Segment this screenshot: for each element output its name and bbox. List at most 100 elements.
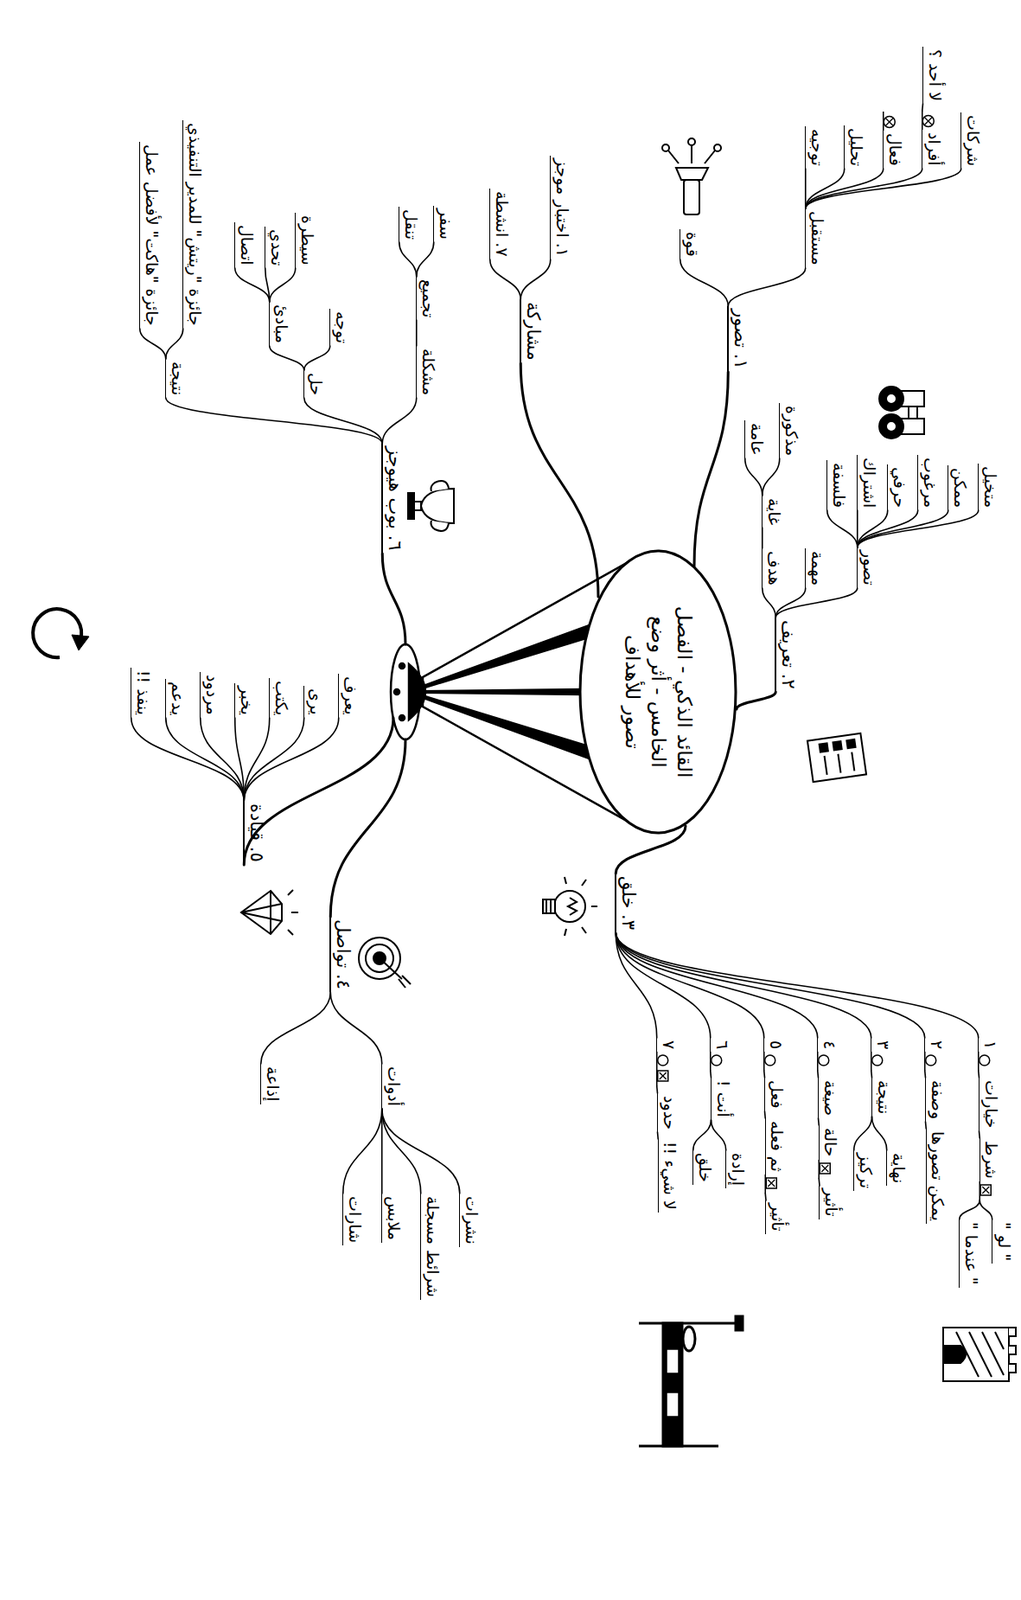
sub-branch-line xyxy=(615,931,818,1038)
sub-branch-line xyxy=(857,510,979,548)
sub-branch-line xyxy=(200,717,245,801)
crossed-box-mark xyxy=(659,1072,667,1079)
trophy-icon xyxy=(408,480,454,531)
sub-branch-line xyxy=(921,103,924,111)
branch-label: فعال xyxy=(882,130,906,169)
sub-branch-line xyxy=(711,1119,727,1150)
branch-label: نشرات xyxy=(459,1193,482,1247)
crossed-box-mark xyxy=(821,1164,829,1172)
sub-branch-line xyxy=(415,319,418,346)
branch-label: فلسفة xyxy=(826,459,849,511)
branch-label: شركات xyxy=(960,112,983,169)
branch-label: تصور xyxy=(856,547,880,588)
sub-branch-line xyxy=(382,397,417,444)
main-branch-label: ٤. تواصل xyxy=(329,916,355,992)
branch-label: سيطرة xyxy=(294,212,318,269)
branch-label: " عندما " xyxy=(958,1218,982,1288)
sub-branch-line xyxy=(693,1119,712,1150)
castle-book-icon xyxy=(943,1327,1016,1381)
branch-label: إذاعة xyxy=(260,1063,283,1104)
sub-branch-line xyxy=(656,1085,658,1093)
branch-label: نتيجة xyxy=(871,1077,894,1117)
branch-label: جائزة "ريتش" للمدير التنفيذي xyxy=(182,120,205,329)
circle-mark xyxy=(925,1054,937,1066)
branch-label: حالة xyxy=(818,1124,842,1160)
main-branch-label: ٦. بوب هيوجز xyxy=(381,443,407,554)
branch-label: يدعم xyxy=(165,678,188,718)
branch-label: شرائط مسجلة xyxy=(420,1193,443,1300)
sub-branch-line xyxy=(827,510,858,548)
branch-label: فعل xyxy=(764,1077,787,1111)
sub-branch-line xyxy=(304,397,383,444)
center-title: القائد الذكي - الفصل الخامس - أثر وضع تص… xyxy=(618,605,697,779)
sub-branch-line xyxy=(761,527,764,549)
branch-label: ملابس xyxy=(381,1193,404,1243)
target-icon xyxy=(358,937,411,988)
branch-label: حرفي xyxy=(886,464,910,511)
branch-label: مردود xyxy=(199,671,223,718)
sub-branch-line xyxy=(140,328,166,359)
branch-label: شرط xyxy=(979,1137,1002,1181)
branch-label: يخبر xyxy=(234,682,257,718)
sub-branch-line xyxy=(615,931,765,1038)
binoculars-icon xyxy=(879,386,925,439)
central-ellipse: القائد الذكي - الفصل الخامس - أثر وضع تص… xyxy=(578,548,738,835)
branch-label: إرادة xyxy=(725,1149,748,1188)
branch-label: قوة xyxy=(679,229,702,260)
sub-branch-line xyxy=(131,717,245,801)
sub-branch-line xyxy=(416,242,434,277)
sub-branch-line xyxy=(805,168,962,209)
sub-branch-line xyxy=(235,268,270,302)
branch-label: لا أحد ؟ xyxy=(922,46,945,104)
callout-number: ٦ xyxy=(709,1037,733,1052)
callout-number: ٣ xyxy=(870,1037,894,1052)
branch-label: أفراد xyxy=(921,129,945,169)
ellipse-shape xyxy=(580,550,736,833)
sub-branch-line xyxy=(615,931,658,1038)
sub-branch-line xyxy=(978,1130,981,1138)
main-branch-label: ٥. قيادة xyxy=(242,800,269,865)
branch-label: عامة xyxy=(744,420,767,459)
sub-branch-line xyxy=(805,168,884,209)
branch-label: أنت ! xyxy=(710,1077,734,1120)
branch-label: مذكورة xyxy=(778,402,802,459)
branch-label: حدود xyxy=(657,1092,680,1132)
sub-branch-line xyxy=(399,242,417,277)
sub-branch-line xyxy=(165,328,184,359)
sub-branch-line xyxy=(304,345,331,371)
sub-branch-line xyxy=(269,268,296,302)
branch-label: يكتب xyxy=(268,677,292,718)
bed-icon xyxy=(638,1315,743,1446)
circular-arrow-icon xyxy=(32,608,90,658)
branch-label: مهمة xyxy=(804,548,828,588)
crossed-box-mark xyxy=(765,1177,777,1188)
main-branch-line xyxy=(694,371,728,567)
crossed-box-mark xyxy=(821,1164,829,1172)
crossed-box-mark xyxy=(657,1070,669,1081)
sub-branch-line xyxy=(805,168,923,209)
branch-label: مستقبل xyxy=(804,208,828,269)
branch-label: اتصال xyxy=(234,222,257,269)
crossed-circle-mark xyxy=(883,116,895,128)
crossed-box-mark xyxy=(980,1184,991,1195)
main-branch-line xyxy=(736,691,776,709)
branch-label: تركيز xyxy=(853,1149,876,1191)
circle-mark xyxy=(657,1054,669,1066)
circle-mark xyxy=(765,1054,776,1066)
sub-branch-line xyxy=(857,510,949,548)
branch-label: غاية xyxy=(761,495,785,528)
sub-branch-line xyxy=(959,1199,981,1219)
sub-branch-line xyxy=(343,1108,383,1194)
branch-label: تجميع xyxy=(415,276,439,320)
sub-branch-line xyxy=(657,1131,659,1139)
crossed-box-mark xyxy=(819,1162,830,1174)
callout-number: ١ xyxy=(977,1037,1001,1052)
crossed-circle-mark xyxy=(886,118,894,126)
sub-branch-line xyxy=(261,991,332,1064)
sub-branch-line xyxy=(680,259,729,307)
sub-branch-line xyxy=(816,1070,819,1078)
circle-mark xyxy=(979,1054,990,1066)
crossed-box-mark xyxy=(982,1186,990,1194)
sub-branch-line xyxy=(490,259,522,300)
